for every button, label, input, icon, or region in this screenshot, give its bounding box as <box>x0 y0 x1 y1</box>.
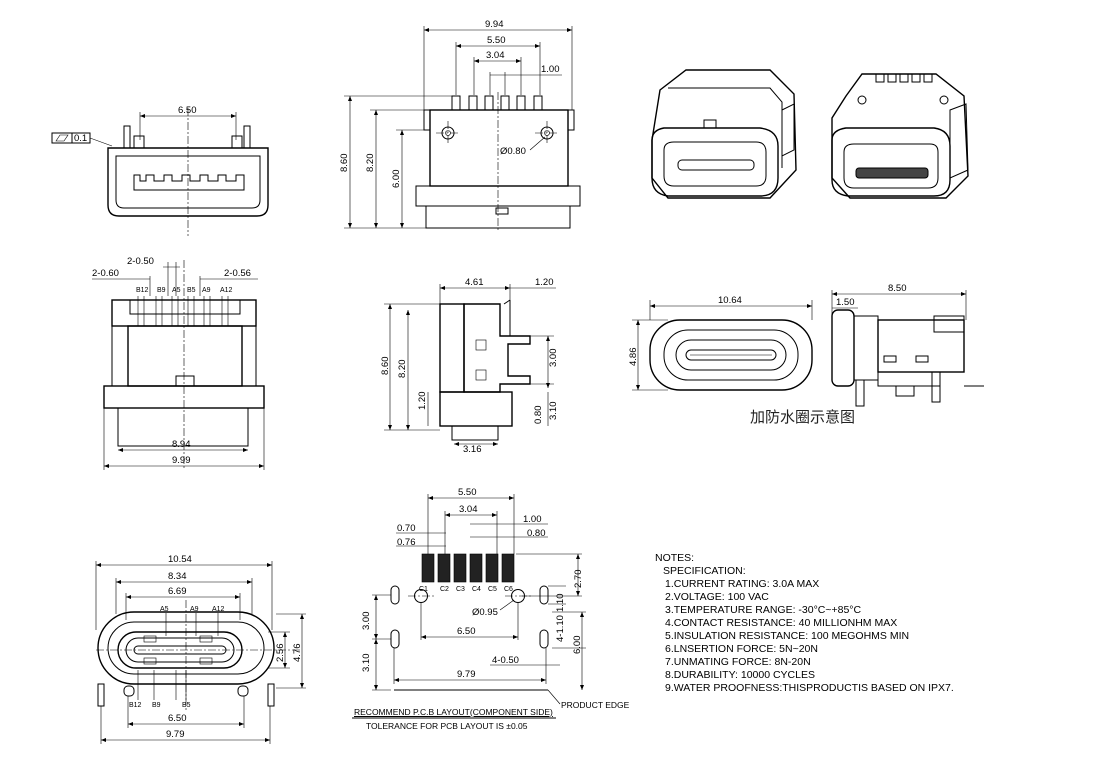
svg-text:Ø0.80: Ø0.80 <box>500 146 526 157</box>
svg-text:6.00: 6.00 <box>572 636 583 655</box>
svg-text:C4: C4 <box>472 586 481 593</box>
pcb-layout: 5.50 3.04 1.00 0.80 0.70 0.76 C1 C2 C3 C… <box>352 487 586 719</box>
iso-view-back <box>831 73 969 199</box>
svg-text:A12: A12 <box>220 287 233 294</box>
bottom-view: 10.54 8.34 6.69 A5 A9 A12 <box>95 554 306 744</box>
svg-text:4.61: 4.61 <box>465 277 484 288</box>
pcb-tolerance: TOLERANCE FOR PCB LAYOUT IS ±0.05 <box>366 721 528 731</box>
svg-text:Ø0.95: Ø0.95 <box>472 607 498 618</box>
spec-item: 9.WATER PROOFNESS:THISPRODUCTIS BASED ON… <box>665 682 954 694</box>
svg-text:4.76: 4.76 <box>292 644 303 663</box>
svg-text:C2: C2 <box>440 586 449 593</box>
svg-text:8.94: 8.94 <box>172 439 191 450</box>
side-view: 9.94 5.50 3.04 1.00 <box>339 19 581 232</box>
svg-text:3.10: 3.10 <box>361 654 372 673</box>
svg-text:0.76: 0.76 <box>397 537 416 548</box>
svg-text:0.80: 0.80 <box>527 528 546 539</box>
svg-text:1.00: 1.00 <box>541 64 560 75</box>
svg-text:10.64: 10.64 <box>718 295 742 306</box>
svg-text:4-1.10: 4-1.10 <box>555 615 566 642</box>
spec-item: 5.INSULATION RESISTANCE: 100 MEGOHMS MIN <box>665 630 910 642</box>
pcb-layout-title: RECOMMEND P.C.B LAYOUT(COMPONENT SIDE) <box>354 707 553 717</box>
svg-text:8.34: 8.34 <box>168 571 187 582</box>
front-view: 0.1 6.50 <box>51 105 269 236</box>
svg-text:4.86: 4.86 <box>628 348 639 367</box>
svg-text:6.50: 6.50 <box>168 713 187 724</box>
product-edge-label: PRODUCT EDGE <box>561 700 630 710</box>
svg-text:9.79: 9.79 <box>166 729 185 740</box>
spec-heading: SPECIFICATION: <box>663 565 746 577</box>
svg-text:2-0.56: 2-0.56 <box>224 268 251 279</box>
svg-text:6.69: 6.69 <box>168 586 187 597</box>
iso-view-front <box>651 69 797 199</box>
svg-text:1.20: 1.20 <box>535 277 554 288</box>
svg-text:2.70: 2.70 <box>573 570 584 589</box>
profile-view: 4.61 1.20 3.16 8.60 8.20 1.20 3.00 0.80 … <box>380 277 559 455</box>
svg-text:3.04: 3.04 <box>459 504 478 515</box>
spec-item: 3.TEMPERATURE RANGE: -30°C~+85°C <box>665 604 862 616</box>
svg-text:9.99: 9.99 <box>172 455 191 466</box>
svg-text:3.04: 3.04 <box>486 50 505 61</box>
svg-text:4-0.50: 4-0.50 <box>492 655 519 666</box>
spec-item: 6.LNSERTION FORCE: 5N~20N <box>665 643 818 655</box>
svg-text:0.70: 0.70 <box>397 523 416 534</box>
svg-text:B5: B5 <box>182 702 191 709</box>
front-width-dim: 6.50 <box>178 105 197 116</box>
svg-text:B9: B9 <box>157 287 166 294</box>
flatness-symbol-box <box>51 132 73 144</box>
svg-text:8.50: 8.50 <box>888 283 907 294</box>
svg-text:1.20: 1.20 <box>417 392 428 411</box>
svg-text:C3: C3 <box>456 586 465 593</box>
svg-text:8.60: 8.60 <box>339 154 350 173</box>
svg-text:B9: B9 <box>152 702 161 709</box>
spec-item: 8.DURABILITY: 10000 CYCLES <box>665 669 815 681</box>
svg-text:9.94: 9.94 <box>485 19 504 30</box>
svg-text:3.00: 3.00 <box>548 349 559 368</box>
svg-text:8.20: 8.20 <box>397 360 408 379</box>
spec-item: 7.UNMATING FORCE: 8N-20N <box>665 656 811 668</box>
gasket-view: 10.64 4.86 8.50 1.50 <box>628 283 984 407</box>
svg-text:C5: C5 <box>488 586 497 593</box>
svg-text:2.56: 2.56 <box>275 644 286 663</box>
svg-text:1.00: 1.00 <box>523 514 542 525</box>
svg-text:3.10: 3.10 <box>548 402 559 421</box>
svg-text:5.50: 5.50 <box>458 487 477 498</box>
svg-text:A5: A5 <box>172 287 181 294</box>
svg-text:2-0.60: 2-0.60 <box>92 268 119 279</box>
svg-text:B12: B12 <box>129 702 142 709</box>
spec-item: 1.CURRENT RATING: 3.0A MAX <box>665 578 820 590</box>
flatness-icon <box>55 134 69 142</box>
svg-text:A12: A12 <box>212 606 225 613</box>
svg-text:A9: A9 <box>202 287 211 294</box>
svg-text:A5: A5 <box>160 606 169 613</box>
svg-text:0.80: 0.80 <box>533 406 544 425</box>
svg-text:C6: C6 <box>504 586 513 593</box>
pin-view: 2-0.50 2-0.60 2-0.56 B12 B9 A5 B5 A9 A12 <box>92 256 265 470</box>
svg-text:6.00: 6.00 <box>391 170 402 189</box>
notes-block: NOTES: SPECIFICATION: 1.CURRENT RATING: … <box>655 552 954 695</box>
svg-text:A9: A9 <box>190 606 199 613</box>
svg-text:6.50: 6.50 <box>457 626 476 637</box>
notes-heading: NOTES: <box>655 552 695 564</box>
flatness-value: 0.1 <box>74 133 87 144</box>
svg-text:3.00: 3.00 <box>361 612 372 631</box>
spec-item: 2.VOLTAGE: 100 VAC <box>665 591 769 603</box>
svg-text:10.54: 10.54 <box>168 554 192 565</box>
svg-text:9.79: 9.79 <box>457 669 476 680</box>
spec-item: 4.CONTACT RESISTANCE: 40 MILLIONHM MAX <box>665 617 898 629</box>
svg-text:2-0.50: 2-0.50 <box>127 256 154 267</box>
svg-text:8.20: 8.20 <box>365 154 376 173</box>
svg-text:1.50: 1.50 <box>836 297 855 308</box>
svg-text:B5: B5 <box>187 287 196 294</box>
svg-text:1.10: 1.10 <box>555 594 566 613</box>
svg-text:B12: B12 <box>136 287 149 294</box>
svg-text:8.60: 8.60 <box>380 357 391 376</box>
gasket-caption: 加防水圈示意图 <box>750 408 856 426</box>
svg-text:5.50: 5.50 <box>487 35 506 46</box>
svg-text:3.16: 3.16 <box>463 444 482 455</box>
